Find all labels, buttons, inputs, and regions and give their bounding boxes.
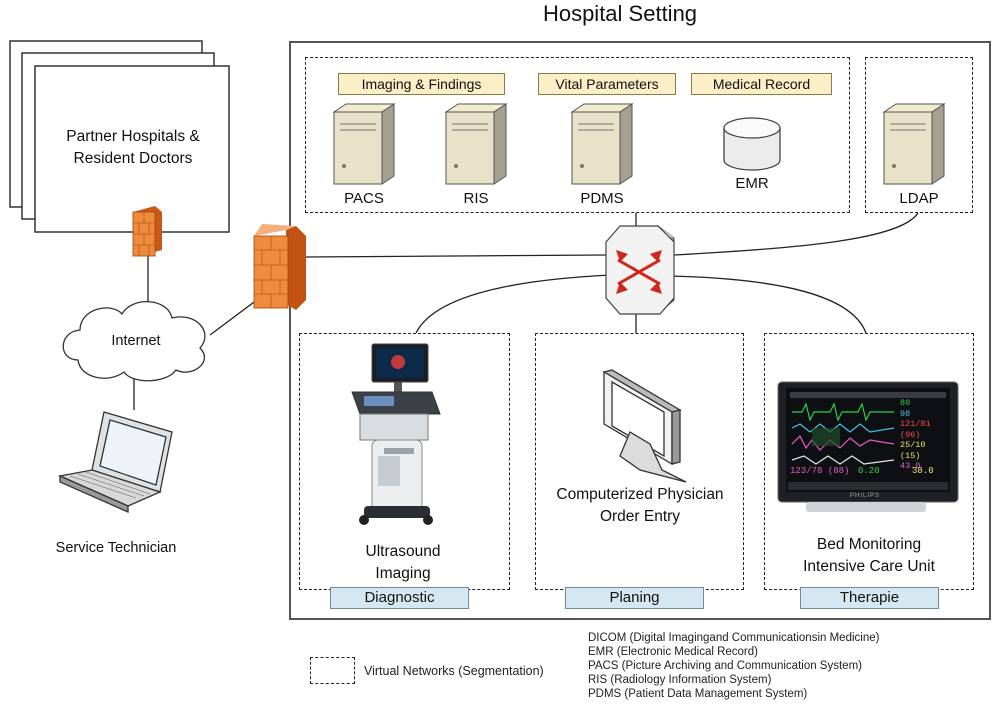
monitor-resp: 25/10 — [900, 440, 926, 450]
tag-imaging-findings: Imaging & Findings — [338, 73, 505, 95]
monitor-nibp: 123/78 (88) — [790, 466, 849, 476]
bed-monitoring-label: Bed Monitoring Intensive Care Unit — [772, 534, 966, 578]
internet-label: Internet — [111, 333, 161, 349]
bed-monitor-icon — [777, 381, 959, 512]
cpoe-label-line1: Computerized Physician — [556, 486, 724, 503]
link-internet-firewall — [209, 295, 263, 336]
monitor-resp2: (15) — [900, 450, 921, 461]
legend-virtual-networks: Virtual Networks (Segmentation) — [364, 664, 544, 678]
page-title: Hospital Setting — [542, 1, 698, 26]
bed-monitoring-label-line1: Bed Monitoring — [816, 536, 922, 553]
laptop-icon — [57, 411, 173, 513]
cpoe-monitor-icon — [602, 369, 687, 483]
monitor-hr: 80 — [900, 398, 911, 408]
monitor-bp-mean: (96) — [900, 429, 921, 440]
monitor-spo2: 98 — [900, 408, 911, 419]
legend-abbr: DICOM (Digital Imagingand Communications… — [588, 632, 880, 644]
partner-label-line1: Partner Hospitals & — [66, 128, 200, 145]
planing-segment — [535, 333, 744, 590]
ultrasound-label-line1: Ultrasound — [365, 543, 441, 560]
monitor-temp: 43.0 — [900, 461, 921, 471]
link-switch-diagnostic — [415, 274, 611, 334]
legend-abbr: PDMS (Patient Data Management System) — [588, 688, 808, 700]
hospital-frame — [289, 41, 991, 620]
bed-monitoring-label-line2: Intensive Care Unit — [803, 558, 935, 575]
abbreviation-legend: DICOM (Digital Imagingand Communications… — [588, 631, 879, 701]
monitor-nibp-value: 123/78 — [790, 466, 823, 476]
pdms-server-icon — [570, 103, 634, 185]
monitor-readouts: 80 98 121/81 (96) 25/10 (15) 43.0 — [900, 398, 948, 482]
tag-therapie: Therapie — [800, 587, 939, 609]
servers-segment — [305, 57, 850, 213]
monitor-bp: 121/81 — [900, 419, 931, 429]
legend-abbr: EMR (Electronic Medical Record) — [588, 646, 758, 658]
ultrasound-label: Ultrasound Imaging — [318, 541, 488, 585]
ldap-server-icon — [882, 103, 946, 185]
legend-abbr: PACS (Picture Archiving and Communicatio… — [588, 660, 862, 672]
ultrasound-machine-icon — [351, 343, 441, 525]
partner-hospitals-icon — [9, 40, 230, 233]
cpoe-label-line2: Order Entry — [599, 508, 681, 525]
link-switch-therapie — [667, 275, 867, 334]
ris-label: RIS — [463, 190, 489, 207]
service-technician-label: Service Technician — [55, 540, 177, 556]
pdms-label: PDMS — [580, 190, 624, 207]
cpoe-label: Computerized Physician Order Entry — [540, 484, 740, 528]
tag-vital-parameters: Vital Parameters — [538, 73, 676, 95]
emr-database-icon — [723, 117, 781, 171]
link-firewall-switch — [304, 254, 608, 258]
pacs-server-icon — [332, 103, 396, 185]
monitor-nibp-mean: (88) — [827, 466, 850, 476]
tag-medical-record: Medical Record — [691, 73, 832, 95]
main-firewall-icon — [253, 224, 306, 310]
ris-server-icon — [444, 103, 508, 185]
legend-abbr: RIS (Radiology Information System) — [588, 674, 772, 686]
ldap-label: LDAP — [899, 190, 939, 207]
partner-label-line2: Resident Doctors — [73, 150, 193, 167]
partner-hospitals-label: Partner Hospitals & Resident Doctors — [38, 126, 228, 170]
ldap-segment — [865, 57, 973, 213]
emr-label: EMR — [735, 175, 769, 192]
monitor-v1: 0.20 — [858, 466, 880, 476]
link-switch-ldap — [673, 212, 919, 256]
ultrasound-label-line2: Imaging — [375, 565, 431, 582]
legend-dashed-swatch — [310, 657, 355, 684]
tag-diagnostic: Diagnostic — [330, 587, 469, 609]
pacs-label: PACS — [344, 190, 384, 207]
monitor-v2: 38.0 — [912, 466, 934, 476]
partner-firewall-icon — [132, 206, 162, 257]
network-switch-icon — [605, 225, 675, 316]
monitor-brand: PHILIPS — [850, 493, 881, 499]
internet-cloud-icon — [62, 301, 206, 382]
tag-planing: Planing — [565, 587, 704, 609]
